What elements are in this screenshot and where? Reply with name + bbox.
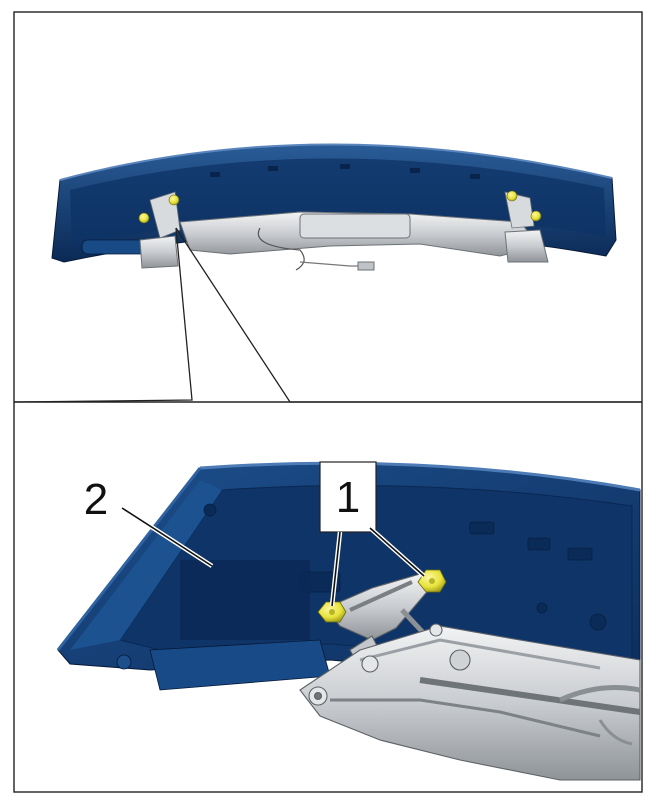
magnification-lines — [13, 227, 642, 403]
callout-1-box — [319, 461, 377, 533]
overview-nut-icon — [168, 194, 180, 206]
overview-drive-frame — [139, 211, 549, 271]
callout-2: 2 — [84, 475, 214, 568]
detail-panel — [56, 461, 641, 781]
callout-1: 1 — [319, 461, 426, 607]
nut-icon — [317, 601, 347, 623]
overview-nut-icon — [506, 190, 518, 202]
drive-mechanism — [299, 623, 641, 781]
callout-2-label: 2 — [84, 475, 108, 524]
nut-icon — [417, 569, 447, 593]
overview-panel — [51, 143, 617, 271]
overview-nut-icon — [530, 210, 542, 222]
overview-nut-icon — [138, 212, 150, 224]
callout-1-label: 1 — [336, 473, 360, 522]
